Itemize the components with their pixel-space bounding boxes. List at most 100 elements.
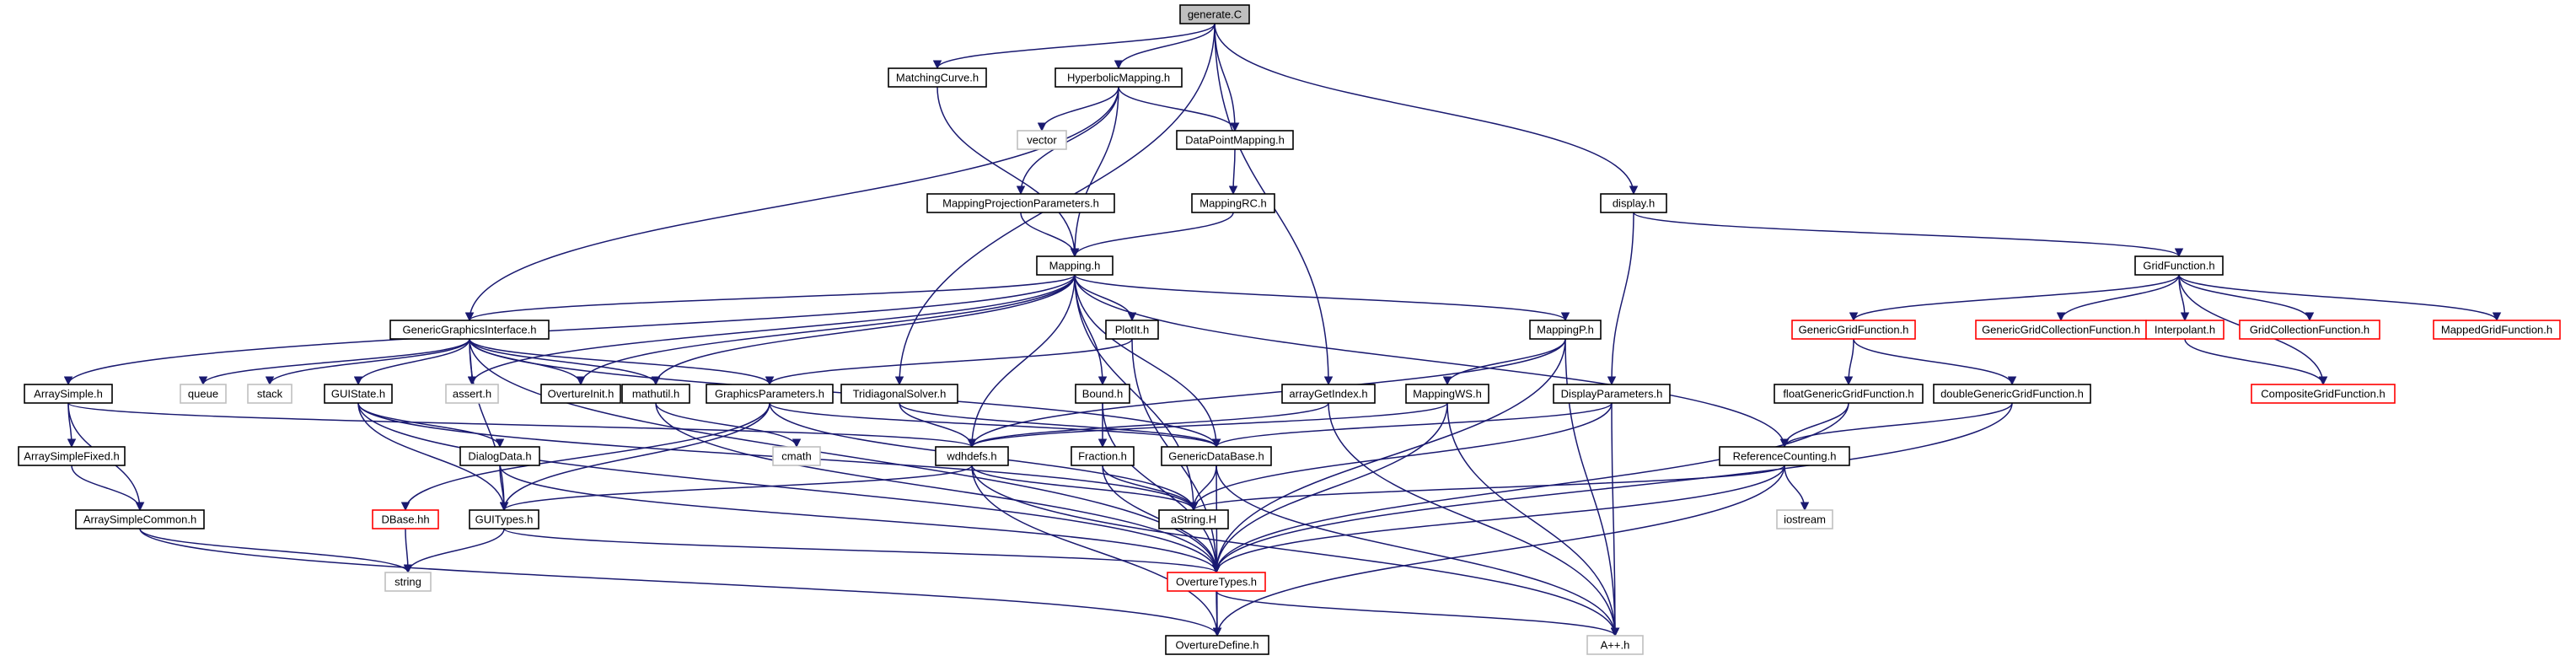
node-box [2433,320,2561,340]
node-label: doubleGenericGridFunction.h [1940,388,2084,400]
edge-line [1228,148,1238,196]
edge-mappingp-h-to-wdhdefs-h [967,338,1566,449]
node-label: aString.H [1171,513,1216,526]
node-referencecounting-h[interactable]: ReferenceCounting.h [1719,446,1850,466]
node-matchingcurve-h[interactable]: MatchingCurve.h [888,67,987,88]
node-wdhdefs-h[interactable]: wdhdefs.h [935,446,1009,466]
node-label: Mapping.h [1049,260,1101,272]
edge-line [1074,274,1199,512]
edge-gridfunction-h-to-mappedgridfunction-h [2178,274,2502,322]
node-mappingp-h[interactable]: MappingP.h [1529,320,1602,340]
edge-graphicsparameters-h-to-guitypes-h [499,402,770,512]
edge-mappingws-h-to-a-h [1446,402,1620,637]
node-display-h[interactable]: display.h [1600,193,1667,213]
edge-dbase-hh-to-string [403,528,413,574]
node-fraction-h[interactable]: Fraction.h [1071,446,1135,466]
node-overtureinit-h[interactable]: OvertureInit.h [540,384,621,404]
node-box [1165,635,1269,655]
node-box [621,384,690,404]
node-gridcollectionfunction-h[interactable]: GridCollectionFunction.h [2239,320,2380,340]
node-guitypes-h[interactable]: GUITypes.h [469,509,539,529]
edge-line [932,23,1216,70]
node-floatgenericgridfunction-h[interactable]: floatGenericGridFunction.h [1774,384,1924,404]
node-dbase-hh[interactable]: DBase.hh [372,509,439,529]
edge-line [1114,23,1216,70]
node-mappingprojectionparameters-h[interactable]: MappingProjectionParameters.h [926,193,1115,213]
edge-genericgraphicsinterface-h-to-graphicsparameters-h [469,338,775,386]
edge-line [1211,338,1566,574]
node-overturedefine-h[interactable]: OvertureDefine.h [1165,635,1269,655]
node-label: PlotIt.h [1115,324,1149,336]
node-genericgridcollectionfunction-h[interactable]: GenericGridCollectionFunction.h [1975,320,2147,340]
node-hyperbolicmapping-h[interactable]: HyperbolicMapping.h [1055,67,1183,88]
node-queue: queue [180,384,227,404]
edge-gridfunction-h-to-genericgridcollectionfunction-h [2056,274,2180,322]
node-datapointmapping-h[interactable]: DataPointMapping.h [1176,130,1294,150]
edge-line [971,465,1222,637]
node-string: string [384,572,432,592]
node-label: queue [188,388,218,400]
edge-line [1074,274,1570,322]
node-arraysimplefixed-h[interactable]: ArraySimpleFixed.h [18,446,126,466]
node-gridfunction-h[interactable]: GridFunction.h [2134,255,2224,276]
node-box [706,384,834,404]
node-box [1586,635,1644,655]
edge-line [1564,338,1620,637]
node-overturetypes-h[interactable]: OvertureTypes.h [1167,572,1266,592]
node-astring-h[interactable]: aString.H [1158,509,1229,529]
edge-line [1037,86,1119,132]
edge-line [1074,274,1221,449]
edge-generate-c-to-datapointmapping-h [1214,23,1240,132]
node-label: ArraySimpleCommon.h [83,513,196,526]
edge-line [1446,402,1620,637]
edge-guistate-h-to-guitypes-h [357,402,509,512]
node-mathutil-h[interactable]: mathutil.h [621,384,690,404]
node-graphicsparameters-h[interactable]: GraphicsParameters.h [706,384,834,404]
node-box [935,446,1009,466]
node-mappingws-h[interactable]: MappingWS.h [1405,384,1489,404]
node-label: GraphicsParameters.h [715,388,824,400]
edge-line [357,402,1221,574]
node-box [1719,446,1850,466]
node-genericgraphicsinterface-h[interactable]: GenericGraphicsInterface.h [389,320,550,340]
node-generate-c[interactable]: generate.C [1179,4,1250,24]
edge-referencecounting-h-to-iostream [1784,465,1810,512]
node-doublegenericgridfunction-h[interactable]: doubleGenericGridFunction.h [1933,384,2091,404]
edge-line [353,338,470,386]
node-interpolant-h[interactable]: Interpolant.h [2145,320,2224,340]
node-arraysimplecommon-h[interactable]: ArraySimpleCommon.h [75,509,205,529]
node-mappingrc-h[interactable]: MappingRC.h [1191,193,1275,213]
edge-mappingp-h-to-a-h [1564,338,1620,637]
edge-interpolant-h-to-compositegridfunction-h [2184,338,2328,386]
node-tridiagonalsolver-h[interactable]: TridiagonalSolver.h [840,384,958,404]
node-arraygetindex-h[interactable]: arrayGetIndex.h [1281,384,1376,404]
node-mappedgridfunction-h[interactable]: MappedGridFunction.h [2433,320,2561,340]
edge-line [63,274,1076,386]
edge-line [967,402,1448,449]
edge-mapping-h-to-overtureinit-h [576,274,1076,386]
node-dialogdata-h[interactable]: DialogData.h [459,446,540,466]
edge-line [1214,23,1240,132]
node-label: CompositeGridFunction.h [2261,388,2385,400]
edge-line [499,465,1221,574]
edge-matchingcurve-h-to-mapping-h [936,86,1080,258]
node-bound-h[interactable]: Bound.h [1075,384,1130,404]
edge-referencecounting-h-to-astring-h [1189,465,1785,512]
node-genericgridfunction-h[interactable]: GenericGridFunction.h [1791,320,1916,340]
node-guistate-h[interactable]: GUIState.h [324,384,393,404]
node-box [1105,320,1159,340]
node-plotit-h[interactable]: PlotIt.h [1105,320,1159,340]
edge-mapping-h-to-plotit-h [1074,274,1137,322]
node-label: arrayGetIndex.h [1289,388,1367,400]
node-box [324,384,393,404]
node-displayparameters-h[interactable]: DisplayParameters.h [1553,384,1671,404]
edge-line [1633,212,2184,258]
node-mapping-h[interactable]: Mapping.h [1036,255,1114,276]
node-arraysimple-h[interactable]: ArraySimple.h [24,384,113,404]
node-box [2251,384,2396,404]
node-genericdatabase-h[interactable]: GenericDataBase.h [1161,446,1272,466]
node-compositegridfunction-h[interactable]: CompositeGridFunction.h [2251,384,2396,404]
node-label: vector [1027,134,1057,147]
edge-line [400,402,770,512]
node-box [18,446,126,466]
